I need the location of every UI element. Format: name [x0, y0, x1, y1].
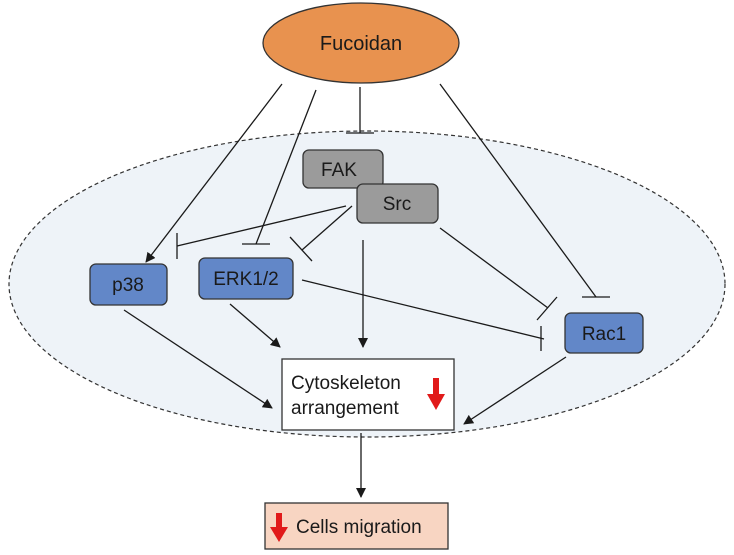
- edge-erk-rac1: [301, 279, 545, 340]
- src-shape: [356, 183, 439, 224]
- fucoidan-shape: [262, 2, 460, 84]
- node-cytoskeleton: Cytoskeleton arrangement: [281, 358, 455, 431]
- erk-label: ERK1/2: [213, 269, 278, 290]
- node-rac1: Rac1: [564, 312, 644, 354]
- migration-label: Cells migration: [296, 517, 422, 538]
- edge-p38-cytoskeleton: [123, 309, 273, 409]
- node-erk: ERK1/2: [198, 257, 294, 300]
- down-arrow-icon: [427, 378, 445, 410]
- migration-shape: [264, 502, 449, 550]
- cytoskeleton-shape: [281, 358, 455, 431]
- fak-shape: [302, 149, 384, 189]
- cytoskeleton-label-line2: arrangement: [291, 398, 399, 419]
- node-fucoidan: Fucoidan: [262, 2, 460, 84]
- inhibit-bar-erk-right: [289, 236, 313, 262]
- edge-erk-cytoskeleton: [229, 303, 281, 348]
- edge-fucoidan-p38: [145, 83, 283, 263]
- edge-src-rac1: [439, 227, 549, 309]
- p38-label: p38: [112, 275, 144, 296]
- src-label: Src: [383, 194, 412, 215]
- rac1-shape: [564, 312, 644, 354]
- edge-src-p38: [176, 205, 347, 247]
- node-fak: FAK: [302, 149, 384, 189]
- fucoidan-label: Fucoidan: [320, 33, 402, 55]
- node-cells-migration: Cells migration: [264, 502, 449, 550]
- p38-shape: [89, 263, 168, 306]
- inhibit-bar-rac1-left: [536, 296, 558, 321]
- edge-fucoidan-erk: [255, 89, 317, 245]
- fak-label: FAK: [321, 160, 357, 181]
- edge-src-erk: [301, 205, 353, 251]
- node-src: Src: [356, 183, 439, 224]
- edges: [123, 83, 610, 498]
- erk-shape: [198, 257, 294, 300]
- cytoskeleton-label-line1: Cytoskeleton: [291, 373, 401, 394]
- edge-rac1-cytoskeleton: [463, 356, 567, 425]
- edge-fucoidan-rac1: [439, 83, 597, 298]
- down-arrow-icon: [270, 513, 288, 542]
- node-p38: p38: [89, 263, 168, 306]
- rac1-label: Rac1: [582, 324, 626, 345]
